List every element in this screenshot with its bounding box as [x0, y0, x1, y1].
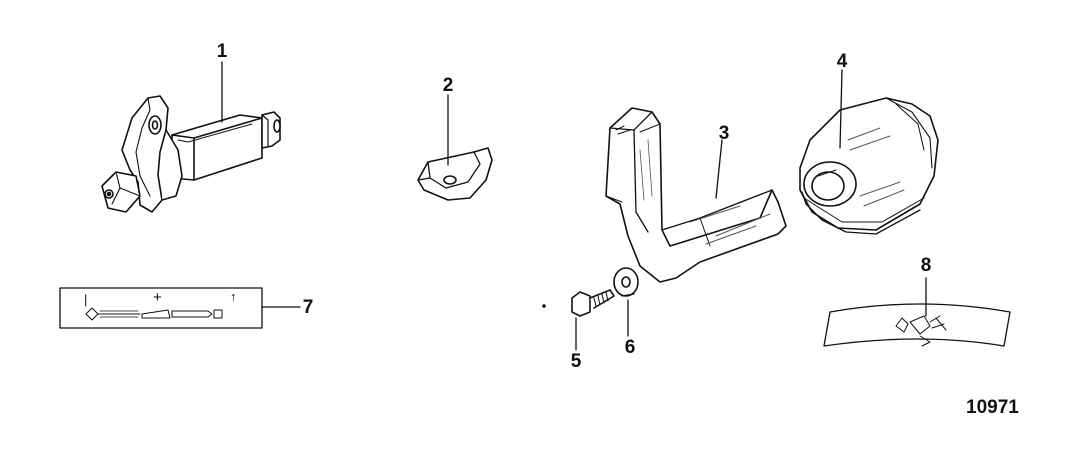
callout-6: 6	[624, 337, 636, 358]
part-4-grip	[799, 69, 939, 235]
decal-7-mark-center: +	[153, 289, 162, 306]
part-1-lever-shaft-assembly	[101, 61, 281, 213]
decal-7-mark-left: |	[84, 292, 88, 307]
callout-4: 4	[836, 51, 848, 72]
part-8-decal	[823, 277, 1011, 347]
callout-2: 2	[442, 75, 454, 96]
callout-7: 7	[302, 297, 314, 318]
callout-1: 1	[216, 41, 228, 62]
decal-7-mark-right: ↑	[230, 289, 237, 304]
part-2-clip	[417, 94, 493, 201]
figure-number: 10971	[966, 397, 1019, 418]
part-3-handle	[605, 107, 787, 283]
part-6-washer	[613, 267, 639, 337]
callout-5: 5	[570, 351, 582, 372]
callout-3: 3	[718, 123, 730, 144]
part-7-decal	[59, 287, 301, 329]
part-5-screw	[542, 289, 615, 351]
callout-8: 8	[920, 255, 932, 276]
